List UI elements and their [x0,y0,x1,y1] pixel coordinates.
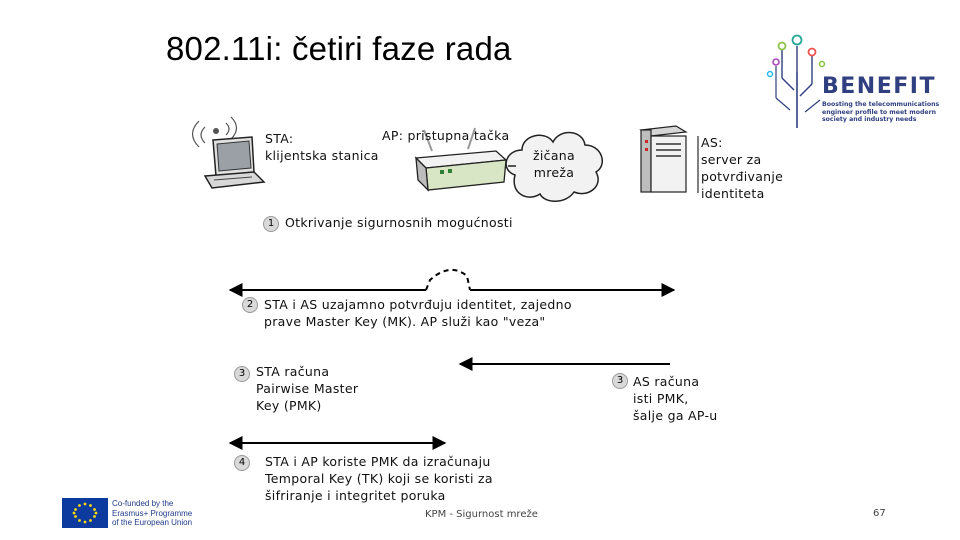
eu-flag-icon [62,498,108,528]
phase3-sta-number-badge: 3 [234,366,250,382]
phase3-sta-text: STA računa Pairwise Master Key (PMK) [256,364,359,413]
benefit-logo: BENEFIT Boosting the telecommunications … [822,74,939,124]
eu-cofunded-text: Co-funded by the Erasmus+ Programme of t… [112,499,193,527]
phase1-text: Otkrivanje sigurnosnih mogućnosti [285,215,513,230]
benefit-logo-graphic [766,34,826,128]
as-label: AS: server za potvrđivanje identiteta [701,135,784,201]
phase3-as-text: AS računa isti PMK, šalje ga AP-u [633,374,718,423]
slide-title: 802.11i: četiri faze rada [166,30,512,67]
ap-label: AP: pristupna tačka [382,128,510,143]
laptop-icon [191,116,266,189]
phase1-number-badge: 1 [263,216,279,232]
benefit-logo-tagline: Boosting the telecommunications engineer… [822,101,940,123]
page-number: 67 [873,508,886,519]
benefit-logo-word: BENEFIT [822,74,936,99]
phase2-number-badge: 2 [242,297,258,313]
footer-course-label: KPM - Sigurnost mreže [425,509,538,520]
server-icon [639,125,688,193]
phase2-text: STA i AS uzajamno potvrđuju identitet, z… [264,297,572,329]
network-label: žičana mreža [533,148,575,180]
phase4-number-badge: 4 [234,455,250,471]
wired-network-cloud [505,131,604,202]
phase4-text: STA i AP koriste PMK da izračunaju Tempo… [265,454,493,503]
sta-label: STA: klijentska stanica [265,131,379,163]
phase3-as-number-badge: 3 [612,373,628,389]
phase2-ap-hop [425,269,471,291]
access-point-icon [414,127,508,192]
